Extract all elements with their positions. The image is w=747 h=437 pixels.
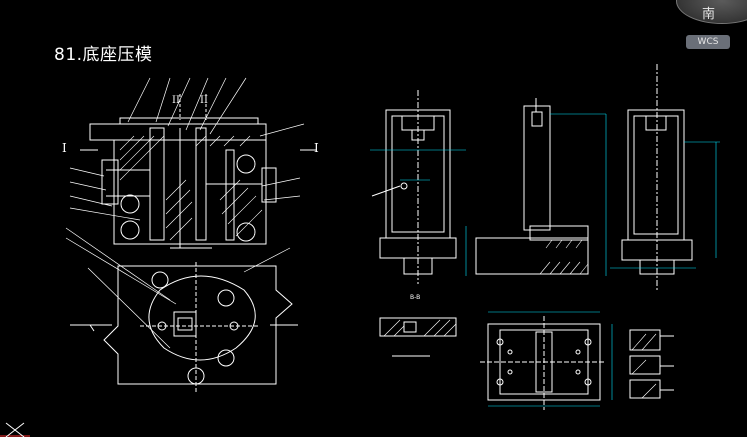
section-mark-ii-left: II [172,95,180,106]
compass-south-label[interactable]: 南 [702,7,716,22]
section-mark-ii-right: II [200,95,208,106]
base-plate-plan [480,311,613,410]
section-mark-i-right: I [314,141,319,155]
main-section-view [65,77,316,349]
ucs-icon [5,422,25,437]
section-mark-i-left: I [62,141,67,155]
drawing-title: 81.底座压模 [54,45,153,65]
view-label: B-B [410,294,421,301]
front-view [370,90,466,284]
clamp-detail [629,329,674,399]
side-view [465,98,607,276]
plan-view [70,262,298,394]
wcs-button[interactable]: WCS [686,35,730,49]
detail-section [379,317,457,357]
right-end-view [610,64,720,292]
